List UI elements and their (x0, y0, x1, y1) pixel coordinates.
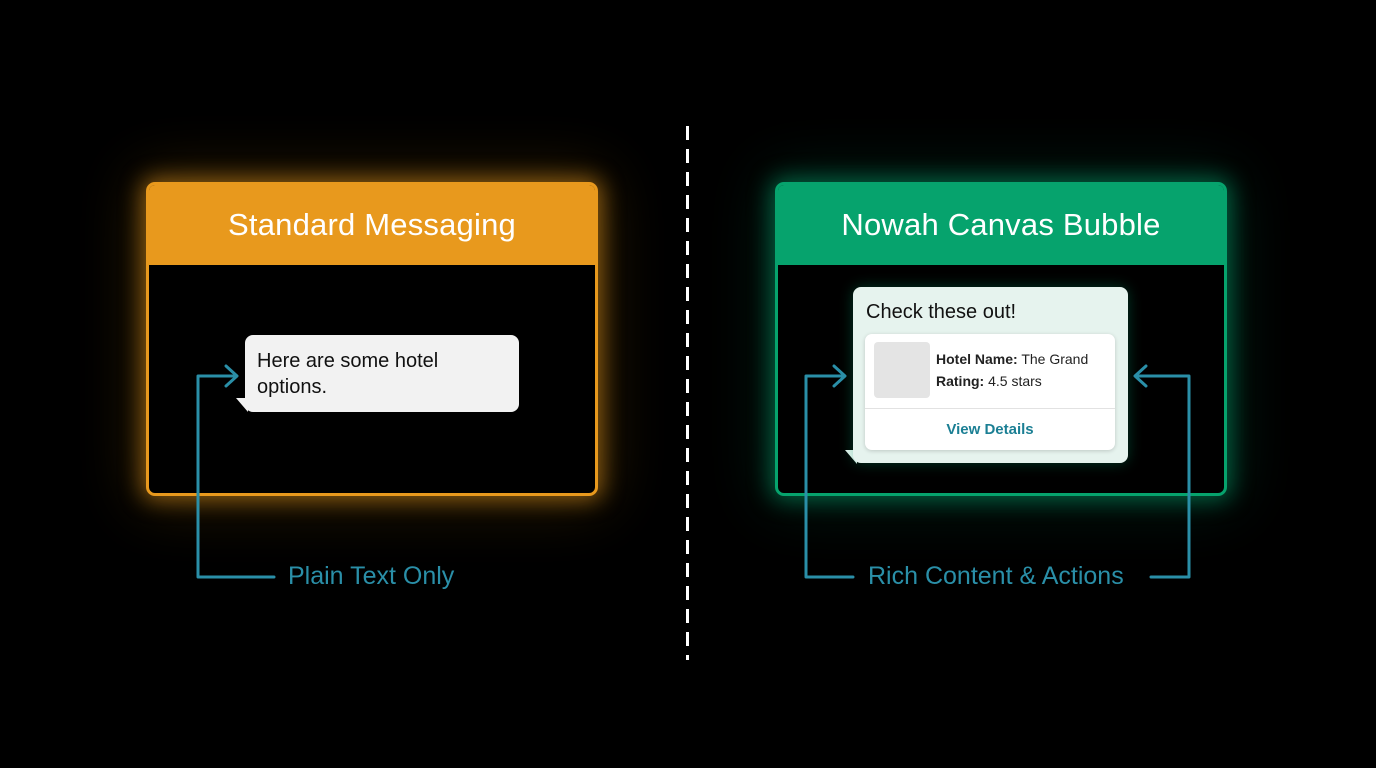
plain-text-annotation: Plain Text Only (288, 562, 455, 590)
rich-bubble-heading: Check these out! (866, 301, 1017, 323)
hotel-rating-label: Rating: (936, 373, 985, 389)
hotel-name-line: Hotel Name: The Grand (936, 351, 1088, 367)
canvas-bubble-title: Nowah Canvas Bubble (778, 185, 1224, 265)
hotel-card: Hotel Name: The Grand Rating: 4.5 stars … (865, 334, 1115, 450)
rich-content-bubble: Check these out! Hotel Name: The Grand R… (853, 287, 1128, 463)
plain-text-bubble: Here are some hotel options. (245, 335, 519, 412)
hotel-rating-value: 4.5 stars (988, 373, 1042, 389)
card-divider (865, 408, 1115, 409)
rich-content-annotation: Rich Content & Actions (868, 562, 1124, 590)
hotel-name-label: Hotel Name: (936, 351, 1018, 367)
standard-messaging-title: Standard Messaging (149, 185, 595, 265)
view-details-button[interactable]: View Details (946, 421, 1034, 438)
hotel-rating-line: Rating: 4.5 stars (936, 373, 1042, 389)
hotel-name-value: The Grand (1021, 351, 1089, 367)
dashed-divider (686, 126, 689, 660)
image-placeholder-icon (874, 342, 930, 398)
